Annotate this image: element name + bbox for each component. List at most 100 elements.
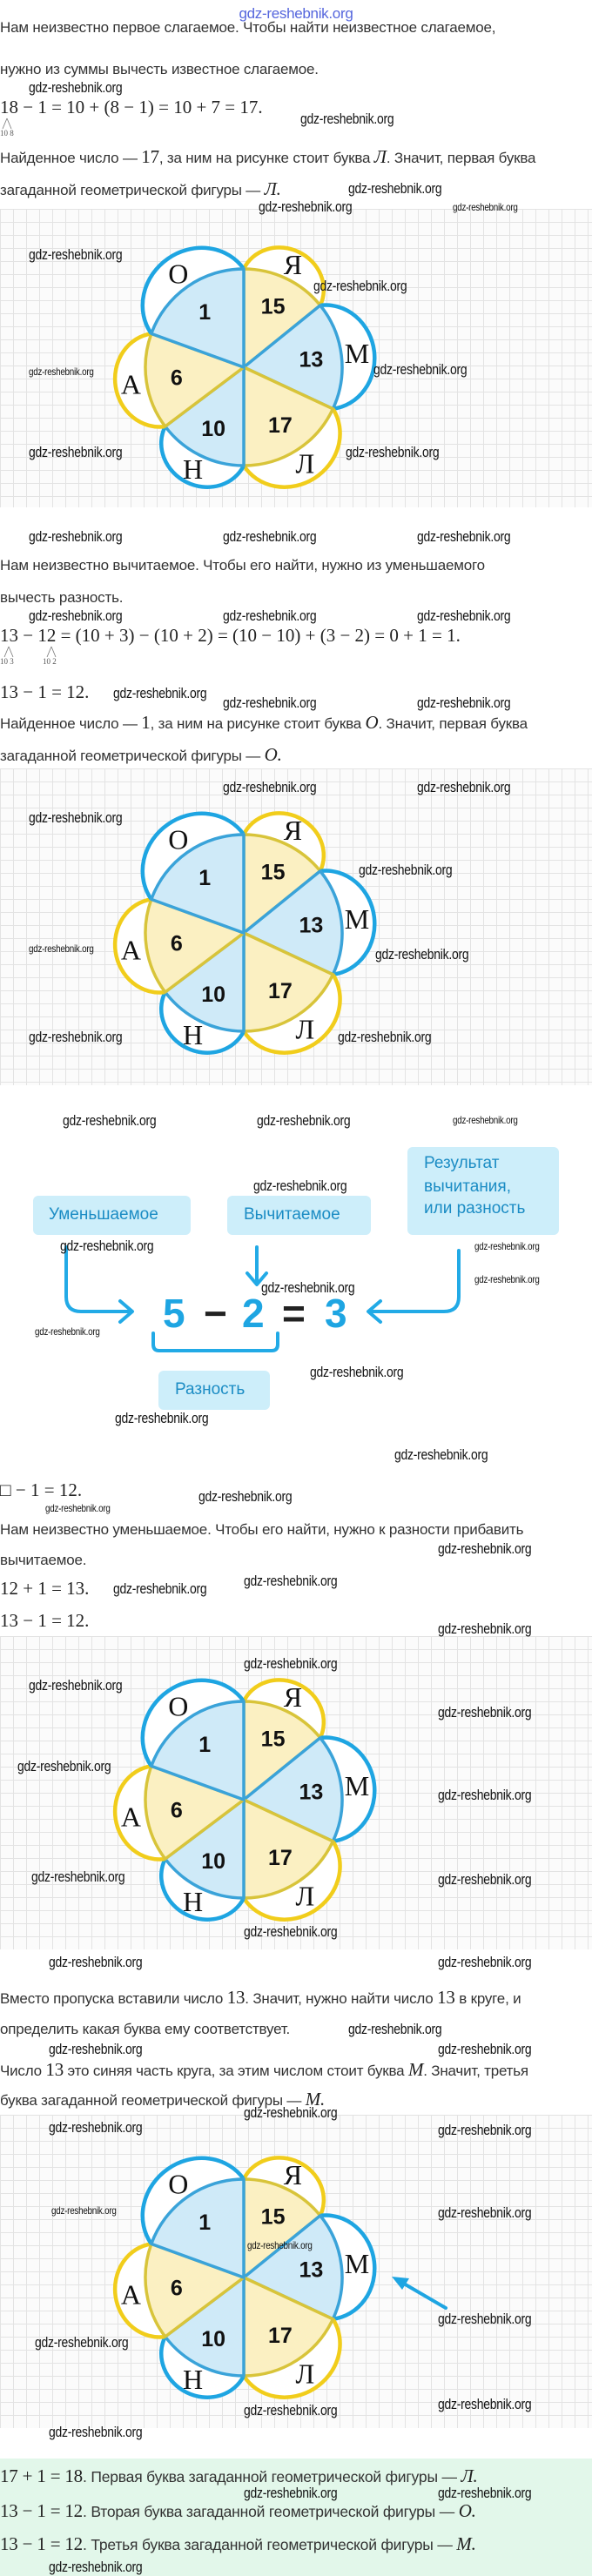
watermark: gdz-reshebnik.org xyxy=(29,1677,123,1694)
sector-blue xyxy=(150,267,246,369)
text-line: Найденное число — 1, за ним на рисунке с… xyxy=(0,713,528,734)
watermark: gdz-reshebnik.org xyxy=(417,779,511,795)
watermark: gdz-reshebnik.org xyxy=(373,361,468,378)
sector-yellow xyxy=(242,267,322,369)
minuend-arrow-icon xyxy=(64,1245,134,1324)
petal-letter: Н xyxy=(183,453,203,485)
text-line: Нам неизвестно уменьшаемое. Чтобы его на… xyxy=(0,1520,523,1540)
petal-letter: Л xyxy=(296,1880,315,1911)
answer-line: 13 − 1 = 12. Третья буква загаданной гео… xyxy=(0,2534,476,2554)
difference-box: Разность xyxy=(158,1371,270,1410)
text-fragment: загаданной геометрической фигуры — xyxy=(0,748,265,764)
petal-letter: Н xyxy=(183,2364,203,2395)
watermark: gdz-reshebnik.org xyxy=(29,1029,123,1045)
sector-yellow xyxy=(242,2276,335,2378)
watermark: gdz-reshebnik.org xyxy=(438,1704,532,1721)
math-fragment: 1 xyxy=(141,712,151,733)
sector-number: 1 xyxy=(198,866,211,890)
watermark: gdz-reshebnik.org xyxy=(438,2122,532,2138)
sector-blue xyxy=(150,2177,246,2279)
sector-blue xyxy=(242,2214,344,2321)
watermark: gdz-reshebnik.org xyxy=(438,2396,532,2412)
sector-number: 10 xyxy=(201,1849,225,1874)
sector-number: 6 xyxy=(171,2277,183,2301)
watermark: gdz-reshebnik.org xyxy=(253,1177,347,1194)
watermark: gdz-reshebnik.org xyxy=(29,607,123,624)
sector-blue xyxy=(242,869,344,976)
watermark: gdz-reshebnik.org xyxy=(417,528,511,545)
watermark: gdz-reshebnik.org xyxy=(115,1410,209,1426)
petal-letter: М xyxy=(345,1770,369,1801)
watermark: gdz-reshebnik.org xyxy=(247,2239,313,2251)
decomposition-label: 10 8 xyxy=(0,129,14,138)
answer-line: 13 − 1 = 12. Вторая буква загаданной гео… xyxy=(0,2501,476,2521)
watermark: gdz-reshebnik.org xyxy=(438,2041,532,2057)
sector-blue xyxy=(164,2276,246,2378)
watermark: gdz-reshebnik.org xyxy=(35,1325,100,1338)
text-fragment: в круге, и xyxy=(454,1990,521,2007)
petal-letter: М xyxy=(345,2248,369,2279)
result-label-line: Результат xyxy=(424,1154,500,1172)
sector-blue xyxy=(150,1700,246,1801)
equation: 13 − 1 = 12. xyxy=(0,1610,90,1631)
watermark: gdz-reshebnik.org xyxy=(438,1540,532,1557)
text-fragment: Найденное число — xyxy=(0,715,142,732)
math-fragment: Л. xyxy=(461,2465,478,2486)
watermark: gdz-reshebnik.org xyxy=(29,528,123,545)
text-fragment: Нам неизвестно уменьшаемое. Чтобы его на… xyxy=(0,1521,524,1538)
sector-number: 6 xyxy=(171,1799,183,1823)
watermark: gdz-reshebnik.org xyxy=(438,2485,532,2501)
equation: 12 + 1 = 13. xyxy=(0,1578,90,1599)
text-fragment: нужно из суммы вычесть известное слагаем… xyxy=(0,61,319,77)
watermark: gdz-reshebnik.org xyxy=(223,779,317,795)
text-line: Число 13 это синяя часть круга, за этим … xyxy=(0,2060,528,2081)
petal-letter: А xyxy=(121,2278,141,2310)
text-fragment: это синяя часть круга, за этим числом ст… xyxy=(64,2063,408,2079)
sector-number: 6 xyxy=(171,366,183,391)
watermark: gdz-reshebnik.org xyxy=(244,2402,338,2418)
watermark: gdz-reshebnik.org xyxy=(198,1488,293,1505)
petal-letter: Я xyxy=(284,249,302,280)
petal-letter: А xyxy=(121,368,141,399)
site-logo[interactable]: gdz-reshebnik.org xyxy=(239,5,353,22)
watermark: gdz-reshebnik.org xyxy=(438,2204,532,2221)
watermark: gdz-reshebnik.org xyxy=(359,862,453,878)
sector-yellow xyxy=(144,2242,246,2338)
watermark: gdz-reshebnik.org xyxy=(257,1112,351,1129)
result-label-line: вычитания, xyxy=(424,1177,511,1196)
math-fragment: 17 + 1 = 18 xyxy=(0,2465,83,2486)
math-fragment: О. xyxy=(458,2500,476,2521)
scheme-arrows xyxy=(64,1245,461,1352)
watermark: gdz-reshebnik.org xyxy=(223,607,317,624)
sector-number: 1 xyxy=(198,1733,211,1757)
watermark: gdz-reshebnik.org xyxy=(300,111,394,127)
watermark: gdz-reshebnik.org xyxy=(438,1871,532,1888)
watermark: gdz-reshebnik.org xyxy=(244,2485,338,2501)
petal-letter: О xyxy=(168,2169,188,2200)
text-fragment: Число xyxy=(0,2063,46,2079)
text-line: Вместо пропуска вставили число 13. Значи… xyxy=(0,1988,521,2009)
text-line: загаданной геометрической фигуры — Л. xyxy=(0,179,281,200)
sector-number: 10 xyxy=(201,983,225,1007)
watermark: gdz-reshebnik.org xyxy=(474,1273,540,1285)
watermark: gdz-reshebnik.org xyxy=(474,1240,540,1252)
math-fragment: Л xyxy=(373,146,387,167)
petal-letter: Л xyxy=(296,1013,315,1044)
difference-label: Разность xyxy=(175,1380,246,1399)
petal-letter: А xyxy=(121,934,141,965)
text-line: Нам неизвестно вычитаемое. Чтобы его най… xyxy=(0,556,485,575)
math-fragment: О xyxy=(365,712,379,733)
subtrahend-box: Вычитаемое xyxy=(227,1196,371,1235)
sector-number: 17 xyxy=(268,979,293,1003)
watermark: gdz-reshebnik.org xyxy=(453,1114,518,1126)
text-fragment: . Значит, первая буква xyxy=(378,715,528,732)
watermark: gdz-reshebnik.org xyxy=(348,2021,442,2037)
watermark: gdz-reshebnik.org xyxy=(438,1787,532,1803)
text-line: Нам неизвестно первое слагаемое. Чтобы н… xyxy=(0,18,496,37)
petal-letter: О xyxy=(168,1691,188,1722)
watermark: gdz-reshebnik.org xyxy=(244,2104,338,2121)
